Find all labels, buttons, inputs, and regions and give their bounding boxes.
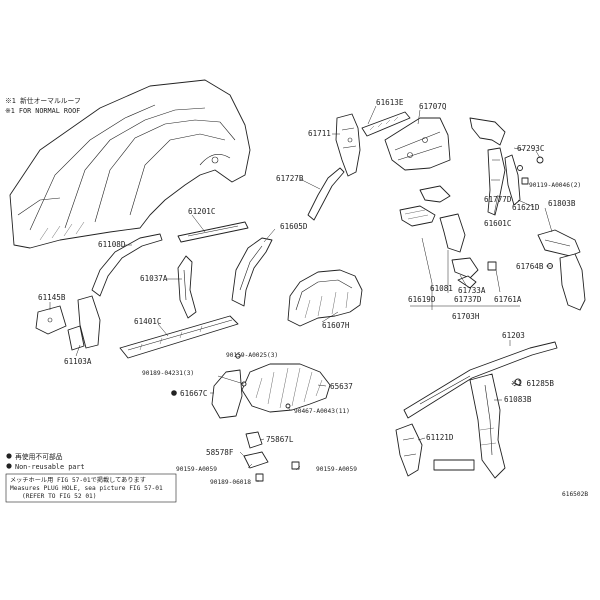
label-61777d: 61777D [484,195,512,204]
part-61121d [395,423,475,477]
part-61803b [537,229,586,311]
part-58578f [243,451,269,469]
label-61711: 61711 [308,129,331,138]
label-61605d: 61605D [280,222,308,231]
label-61201c: 61201C [188,207,215,216]
refer-line-en: Measures PLUG HOLE, sea picture FIG 57-0… [10,485,163,492]
nonreuse-legend-dot-2 [6,463,12,469]
part-61285b [514,378,522,386]
label-61707q: 61707Q [419,102,447,111]
label-61613e: 61613E [376,98,404,107]
label-61619d: 61619D [408,295,436,304]
note-normal-roof-en: ※1 FOR NORMAL ROOF [5,107,80,115]
label-61401c: 61401C [134,317,161,326]
legend-nonreuse-en: Non-reusable part [15,463,85,471]
part-61145b [35,305,67,335]
refer-box [5,473,177,503]
bolt-90119 [521,177,529,185]
label-61667c: 61667C [180,389,207,398]
label-61761a: 61761A [494,295,522,304]
label-61727b: 61727B [276,174,304,183]
part-61727b [307,167,345,221]
label-61607h: 61607H [322,321,350,330]
part-61733a [451,257,479,279]
label-90467: 90467-A0043(11) [294,408,350,415]
label-61803b: 61803B [548,199,576,208]
part-labels: 61613E 61707Q 61711 61727B 61201C 61108D… [38,98,581,486]
label-61083b: 61083B [504,395,532,404]
label-58578f: 58578F [206,448,234,457]
part-61711 [335,113,361,177]
label-61601c: 61601C [484,219,511,228]
label-65637: 65637 [330,382,353,391]
label-61037a: 61037A [140,274,168,283]
note-normal-roof-jp: ※1 新仕オーマルルーフ [5,96,81,105]
label-61621d: 61621D [512,203,540,212]
part-61605d [231,237,273,307]
label-90159-a0059-left: 90159-A0059 [176,466,217,473]
refer-line-fig: (REFER TO FIG 52 01) [22,493,97,500]
part-61203 [403,341,558,419]
clip-67293c [517,156,544,171]
part-61667c [211,369,243,419]
part-61613e [361,111,411,137]
label-90189-04231: 90189-04231(3) [142,370,194,377]
label-61103a: 61103A [64,357,92,366]
label-61108d: 61108D [98,240,126,249]
part-61108d [91,233,163,297]
clip-90189-06018 [255,473,264,482]
refer-line-jp: メッチホール用 FIG 57-01で掲載してあります [10,476,146,484]
label-61081: 61081 [430,284,453,293]
part-61607h [287,269,363,327]
label-61203: 61203 [502,331,525,340]
part-61081 [399,185,451,227]
nonreuse-legend-dot-1 [6,453,12,459]
label-61703h: 61703H [452,312,480,321]
label-75867l: 75867L [266,435,294,444]
legend-reuse-jp: 再使用不可部品 [15,452,63,461]
part-61037a [177,255,197,319]
label-90159-a0059-right: 90159-A0059 [316,466,357,473]
legend: 再使用不可部品 Non-reusable part メッチホール用 FIG 57… [5,452,177,503]
part-61761a [487,261,497,271]
part-61621d [504,154,521,206]
part-61083b [469,373,506,479]
label-90159-a0025: 90159-A0025(3) [226,352,278,359]
part-61619d [439,213,466,253]
part-61707q [384,117,451,171]
side-body-outer-panel [9,79,251,249]
label-61733a: 61733A [458,286,486,295]
label-90119: 90119-A0046(2) [529,182,581,189]
part-65637 [241,363,331,413]
label-61121d: 61121D [426,433,454,442]
fasteners-90159 [235,353,291,409]
part-61401c [119,315,239,359]
label-67293c: 67293C [517,144,544,153]
label-61764b: 61764B [516,262,544,271]
label-61737d: 61737D [454,295,482,304]
figure-code: 616502B [562,491,588,498]
nonreuse-marker-61667c [171,390,177,396]
clip-90159-a0059-right [291,461,300,470]
part-61103a [67,295,101,351]
label-61145b: 61145B [38,293,66,302]
part-61601c [469,117,506,216]
part-61201c [177,221,249,243]
label-61285b: ※1 61285B [511,379,554,388]
part-75867l [245,431,263,449]
label-90189-06018: 90189-06018 [210,479,251,486]
leader-lines [49,105,553,482]
